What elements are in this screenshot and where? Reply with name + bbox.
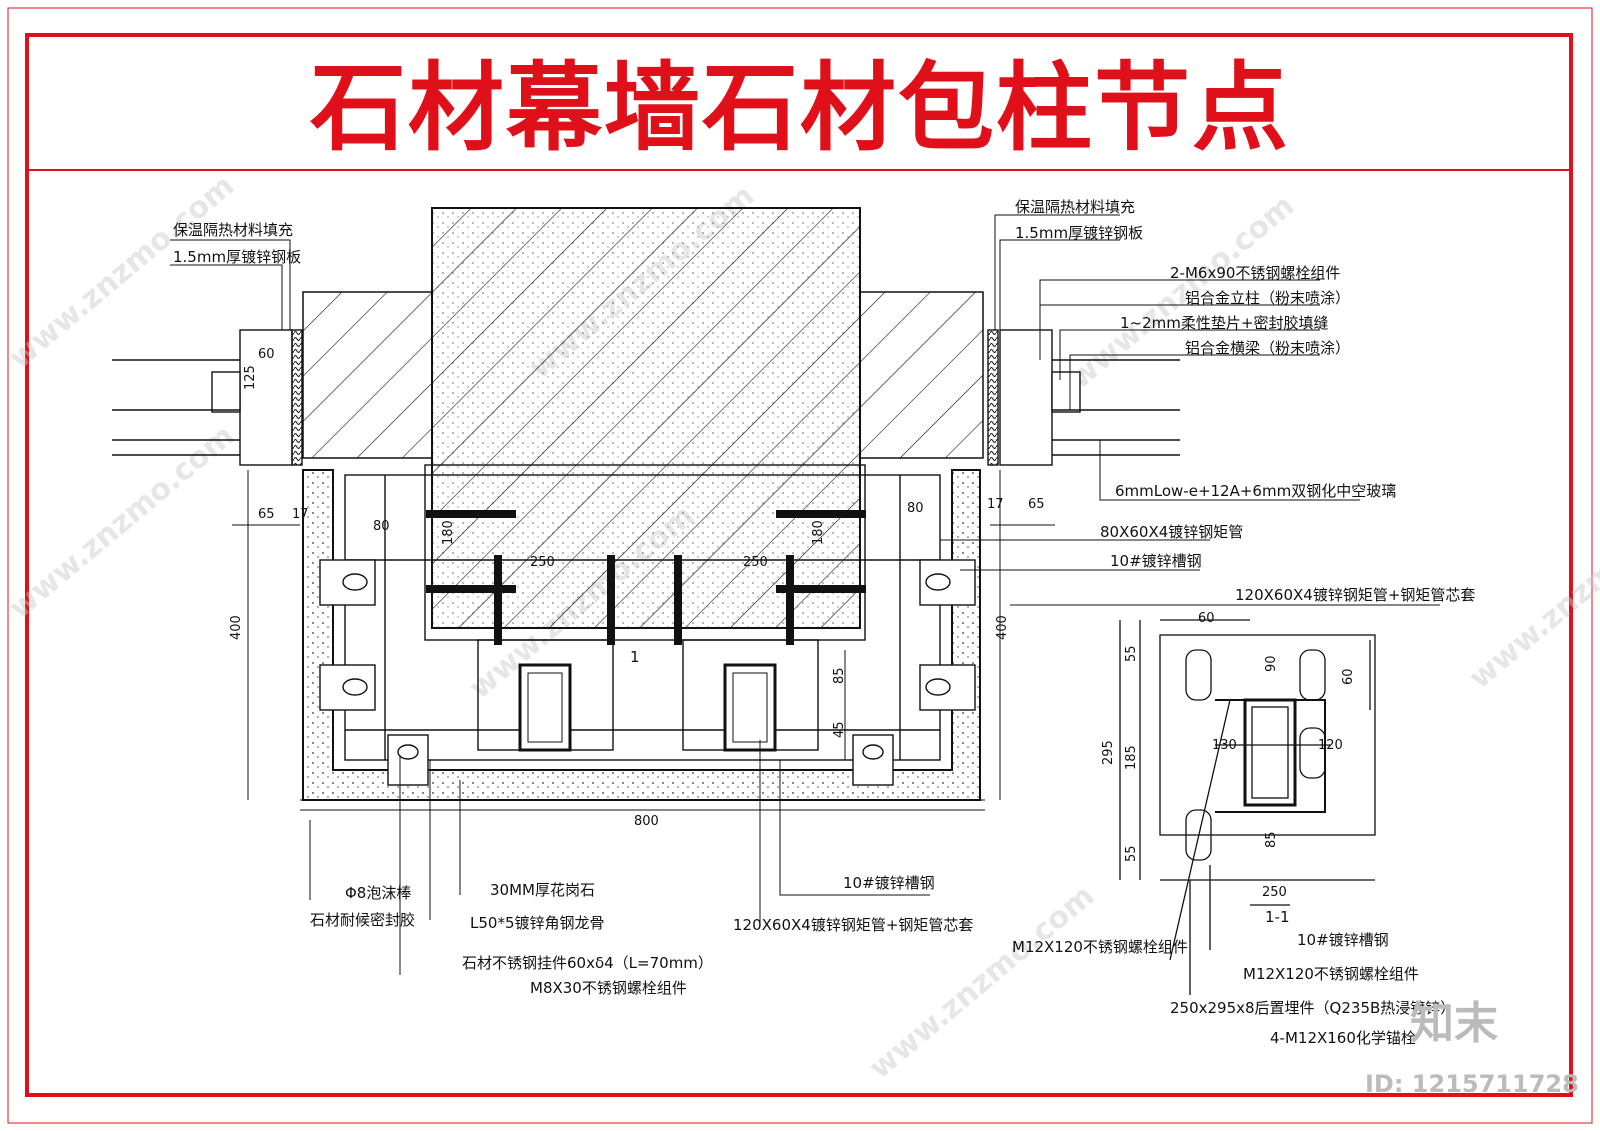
label-hanger: 石材不锈钢挂件60xδ4（L=70mm）: [462, 954, 713, 972]
label-glass: 6mmLow-e+12A+6mm双钢化中空玻璃: [1115, 482, 1396, 500]
dim-85: 85: [832, 667, 847, 684]
label-tube-120-b: 120X60X4镀锌钢矩管+钢矩管芯套: [733, 916, 973, 934]
mullion-left: [112, 329, 303, 466]
dim-180-left: 180: [441, 520, 456, 545]
sec-dim-185: 185: [1124, 745, 1139, 770]
sec-dim-120: 120: [1318, 738, 1343, 753]
dim-125: 125: [243, 365, 258, 390]
label-embed-plate: 250x295x8后置埋件（Q235B热浸镀锌）: [1170, 999, 1455, 1017]
label-bolt-m8: M8X30不锈钢螺栓组件: [530, 979, 687, 997]
label-section-mark: 1: [630, 648, 640, 666]
leader-lines: [170, 214, 1440, 975]
sec-dim-60: 60: [1198, 611, 1215, 626]
label-foam-rod: Φ8泡沫棒: [345, 884, 411, 902]
label-insulation-left: 保温隔热材料填充: [173, 221, 293, 239]
mullion-right: [987, 329, 1180, 466]
section-1-1: [1119, 619, 1376, 995]
label-tube-120-a: 120X60X4镀锌钢矩管+钢矩管芯套: [1235, 586, 1475, 604]
dim-180-right: 180: [811, 520, 826, 545]
label-angle-l50: L50*5镀锌角钢龙骨: [470, 914, 605, 932]
label-bolt-m12-a: M12X120不锈钢螺栓组件: [1012, 938, 1188, 956]
wall-left: [302, 291, 433, 459]
sec-dim-55-bottom: 55: [1124, 845, 1139, 862]
label-bolt-m12-b: M12X120不锈钢螺栓组件: [1243, 965, 1419, 983]
dim-80-right: 80: [907, 501, 924, 516]
dim-65-right: 65: [1028, 497, 1045, 512]
outer-border: [7, 7, 1593, 1124]
sec-dim-250: 250: [1262, 885, 1287, 900]
dim-45: 45: [832, 721, 847, 738]
dim-400-right: 400: [995, 615, 1010, 640]
label-channel-10-a: 10#镀锌槽钢: [1110, 552, 1202, 570]
dim-60: 60: [258, 347, 275, 362]
sec-dim-85: 85: [1264, 831, 1279, 848]
dim-250-left: 250: [530, 555, 555, 570]
label-section-1-1: 1-1: [1265, 908, 1290, 926]
label-granite: 30MM厚花岗石: [490, 881, 595, 899]
dim-250-right: 250: [743, 555, 768, 570]
dim-80-left: 80: [373, 519, 390, 534]
anchor-bolts: [426, 510, 866, 645]
label-anchor: 4-M12X160化学锚栓: [1270, 1029, 1416, 1047]
label-channel-10-c: 10#镀锌槽钢: [1297, 931, 1389, 949]
sec-dim-90: 90: [1264, 655, 1279, 672]
label-tube-80: 80X60X4镀锌钢矩管: [1100, 523, 1243, 541]
wall-right: [859, 291, 984, 459]
inner-border: [25, 33, 1573, 1097]
sec-dim-60b: 60: [1341, 668, 1356, 685]
label-steel-plate-left: 1.5mm厚镀锌钢板: [173, 248, 301, 266]
dim-65-left: 65: [258, 507, 275, 522]
dimension-lines: [232, 470, 1055, 811]
label-insulation-right: 保温隔热材料填充: [1015, 198, 1135, 216]
drawing-title: 石材幕墙石材包柱节点: [310, 52, 1290, 164]
watermark-logo: 知末: [1410, 998, 1498, 1049]
label-aluminum-column: 铝合金立柱（粉末喷涂）: [1185, 289, 1350, 307]
label-sealant: 石材耐候密封胶: [310, 911, 415, 929]
watermark-id: ID: 1215711728: [1365, 1070, 1579, 1098]
dim-800: 800: [634, 814, 659, 829]
label-aluminum-beam: 铝合金横梁（粉末喷涂）: [1185, 339, 1350, 357]
dim-17-right: 17: [987, 497, 1004, 512]
label-bolt-m6: 2-M6x90不锈钢螺栓组件: [1170, 264, 1340, 282]
dim-400-left: 400: [229, 615, 244, 640]
label-channel-10-b: 10#镀锌槽钢: [843, 874, 935, 892]
sec-dim-55-top: 55: [1124, 645, 1139, 662]
steel-tubes: [518, 663, 777, 752]
label-steel-plate-right: 1.5mm厚镀锌钢板: [1015, 224, 1143, 242]
sec-dim-130: 130: [1212, 738, 1237, 753]
sec-dim-295: 295: [1101, 740, 1116, 765]
dim-17-left: 17: [292, 507, 309, 522]
brackets: [319, 559, 976, 786]
label-gasket: 1~2mm柔性垫片+密封胶填缝: [1120, 314, 1328, 332]
